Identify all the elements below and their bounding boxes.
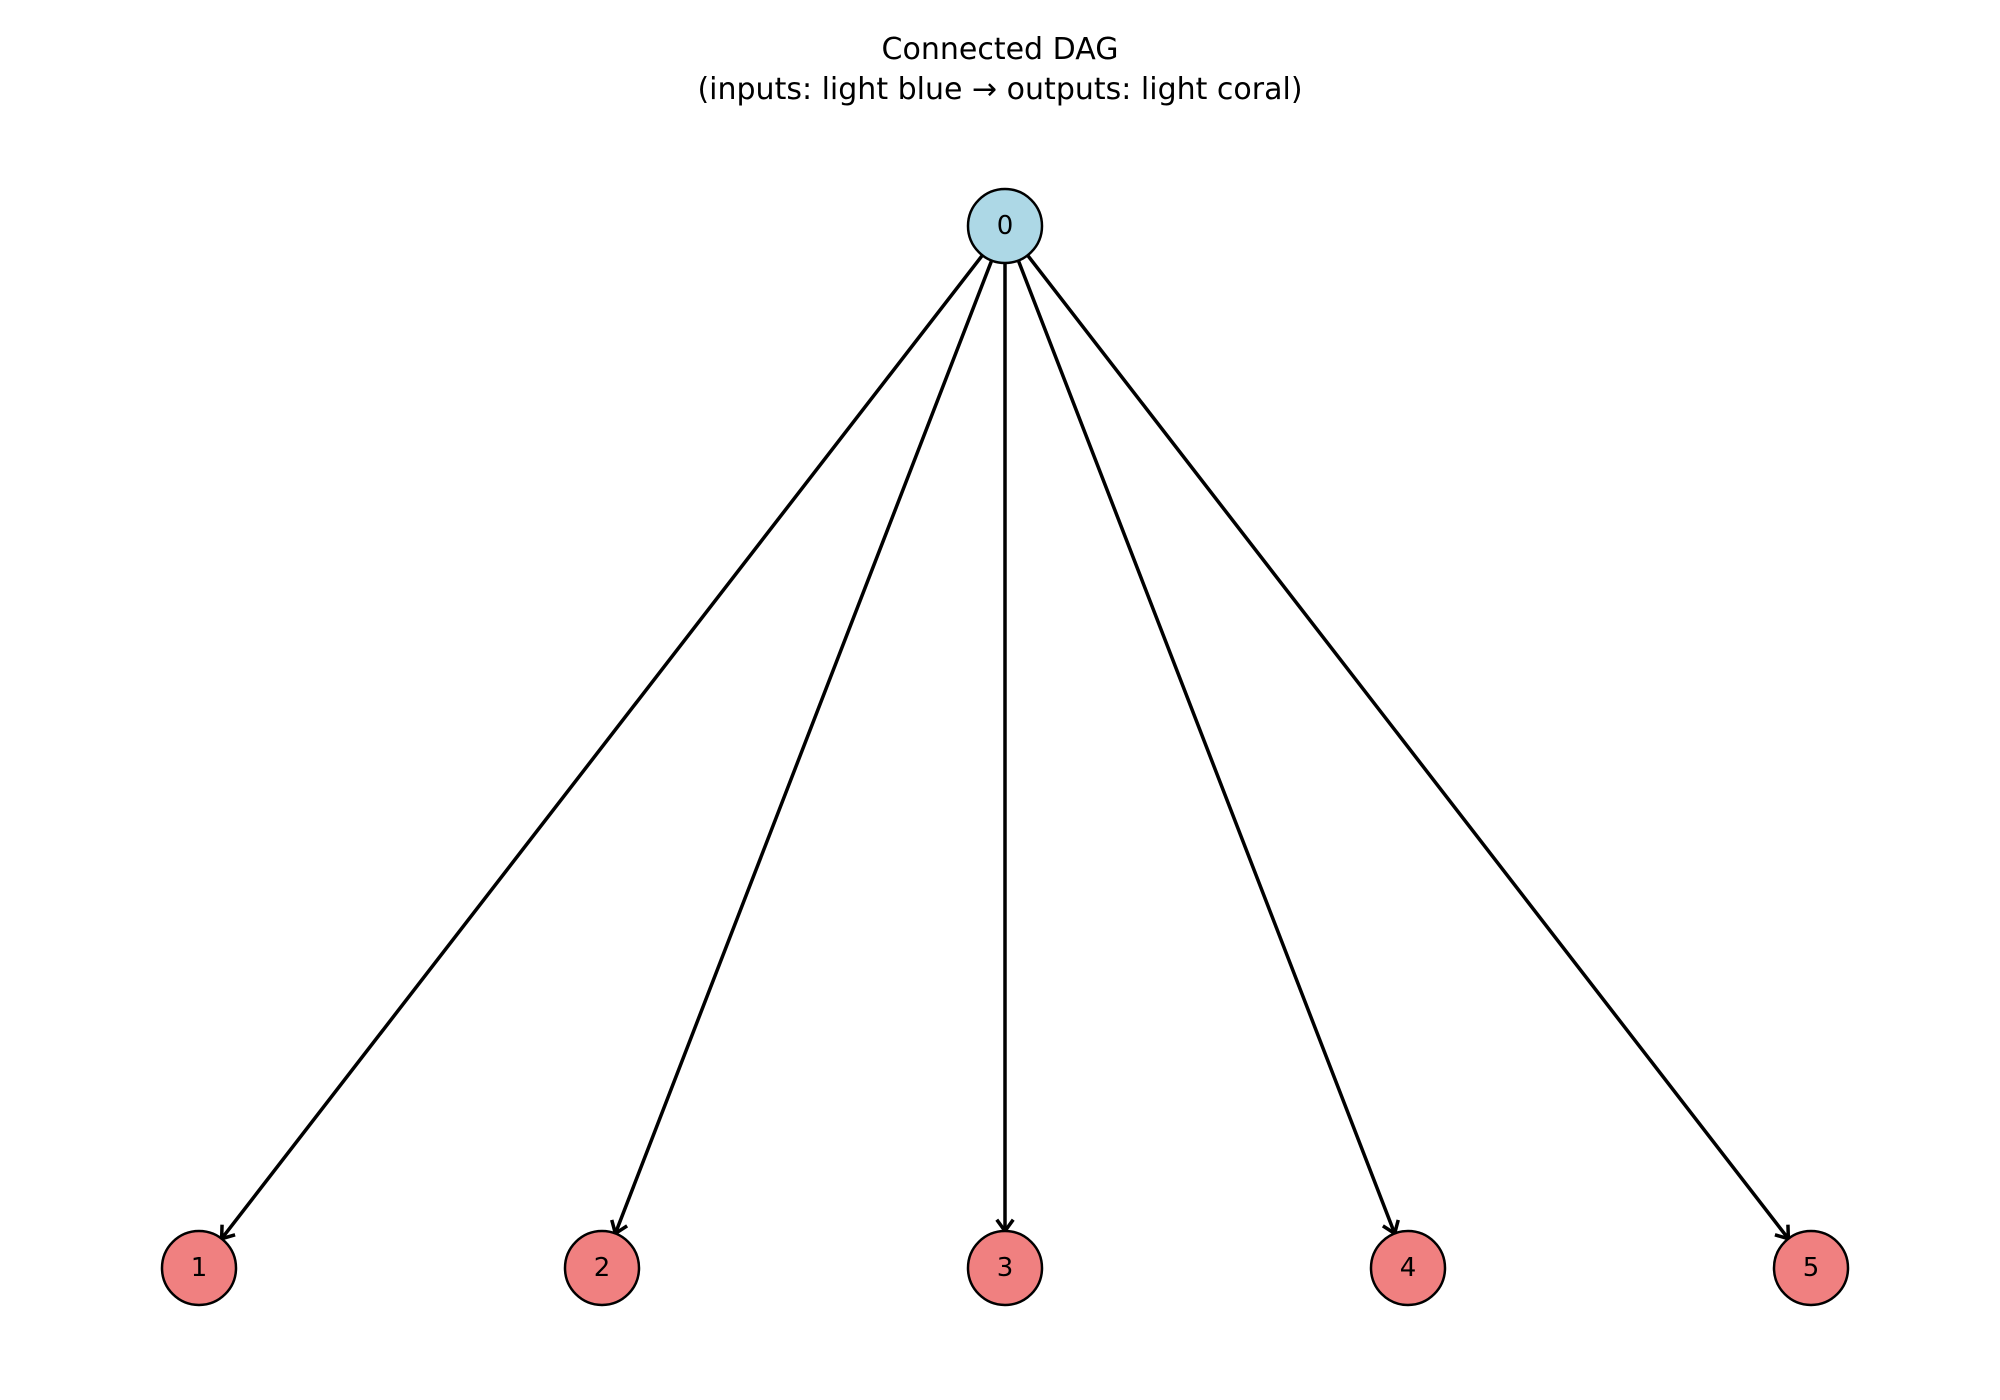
diagram-title: Connected DAG (inputs: light blue → outp… [0,30,2000,110]
edge-0-4 [1016,259,1400,1237]
node-label: 0 [997,211,1014,241]
node-label: 3 [997,1253,1014,1283]
node-label: 5 [1803,1253,1820,1283]
edge-line [220,254,984,1240]
edge-0-5 [1026,254,1791,1242]
node-0: 0 [966,187,1044,265]
edge-line [613,259,994,1235]
edge-0-2 [610,259,994,1237]
node-5: 5 [1772,1229,1850,1307]
node-label: 4 [1400,1253,1417,1283]
output-node-circle [1369,1229,1447,1307]
title-line-1: Connected DAG [881,32,1119,67]
node-2: 2 [563,1229,641,1307]
edges-layer [219,254,1791,1242]
node-label: 2 [594,1253,611,1283]
output-node-circle [1772,1229,1850,1307]
edge-line [1026,254,1790,1240]
output-node-circle [160,1229,238,1307]
title-line-2: (inputs: light blue → outputs: light cor… [697,72,1303,107]
node-3: 3 [966,1229,1044,1307]
node-1: 1 [160,1229,238,1307]
node-4: 4 [1369,1229,1447,1307]
edge-0-1 [219,254,984,1242]
output-node-circle [966,1229,1044,1307]
nodes-layer: 0 1 2 3 4 5 [160,187,1850,1307]
edge-line [1016,259,1397,1235]
output-node-circle [563,1229,641,1307]
edge-0-3 [995,263,1015,1234]
input-node-circle [966,187,1044,265]
node-label: 1 [191,1253,208,1283]
